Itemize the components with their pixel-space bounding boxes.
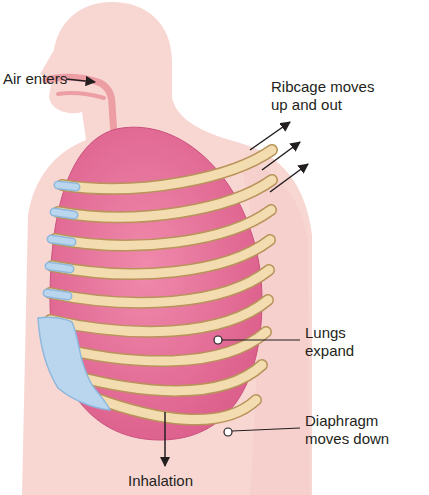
- air-arrow: [66, 79, 95, 82]
- mouth-cavity: [58, 93, 104, 98]
- lungs-label: Lungs expand: [305, 324, 367, 360]
- cartilage-fill: [47, 185, 76, 296]
- diaphragm-label: Diaphragm moves down: [305, 412, 409, 448]
- ribcage-label: Ribcage moves up and out: [271, 78, 383, 114]
- airflow-label: Air enters: [3, 70, 67, 88]
- leader-line: [232, 428, 300, 431]
- leader-line: [222, 339, 300, 340]
- process-label: Inhalation: [128, 472, 193, 490]
- leader-dot: [214, 336, 222, 344]
- costal-margin: [38, 317, 110, 410]
- cartilage: [47, 185, 76, 296]
- inhalation-arrow: [164, 412, 166, 466]
- leader-dot: [224, 428, 232, 436]
- movement-arrows: [250, 122, 308, 192]
